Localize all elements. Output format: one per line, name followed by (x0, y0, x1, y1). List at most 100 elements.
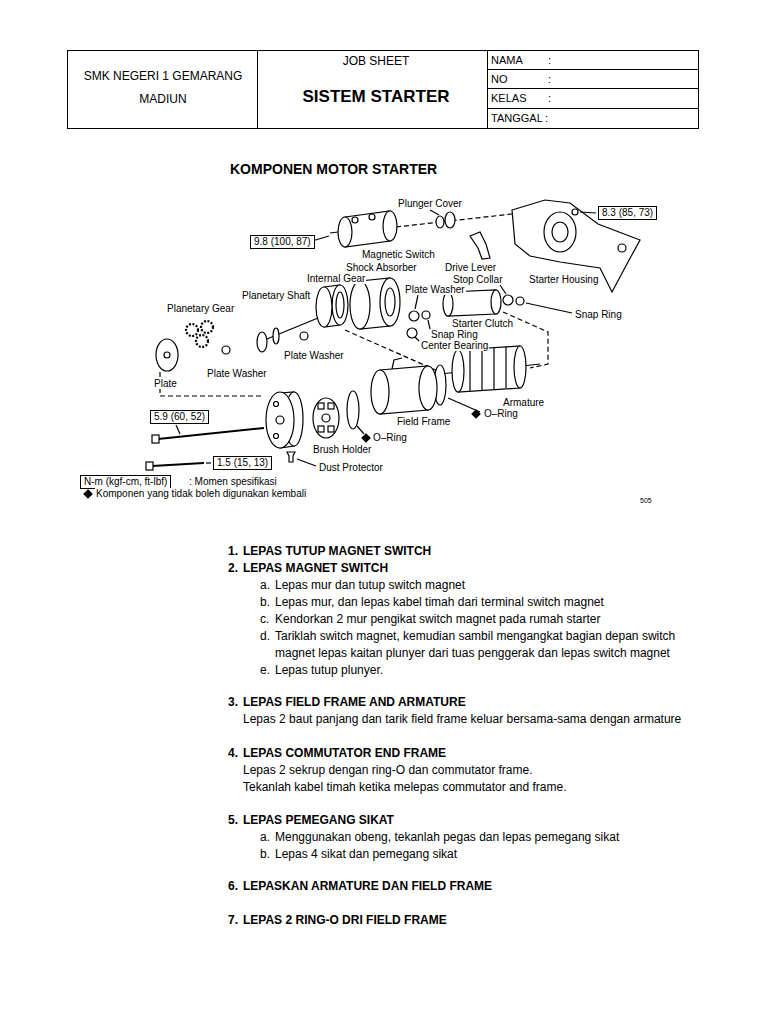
box-text: JOB SHEET (258, 54, 494, 69)
part-name: Internal Gear (306, 273, 366, 284)
part-name: Plate Washer (206, 368, 268, 379)
part-name: Plunger Cover (397, 198, 463, 209)
field-colon: : (548, 73, 551, 86)
step-number: 5. (228, 812, 238, 829)
plate-washer (222, 346, 230, 354)
unit-key-box: N-m (kgf-cm, ft-lbf) (80, 475, 171, 489)
substep-letter: e. (260, 662, 270, 679)
step-heading: LEPAS FIELD FRAME AND ARMATURE (243, 694, 466, 711)
box-text: SISTEM STARTER (258, 87, 494, 107)
step-heading: LEPAS TUTUP MAGNET SWITCH (243, 543, 431, 560)
torque-spec-box: 9.8 (100, 87) (250, 235, 315, 249)
leader-line (580, 212, 596, 213)
part-name: Snap Ring (430, 329, 479, 340)
part-name: Center Bearing (420, 340, 489, 351)
armature (440, 346, 540, 392)
plate-washer (300, 332, 308, 340)
leader-line (500, 285, 506, 294)
box-text: 8.3 (85, 73) (602, 207, 653, 219)
title-cell: JOB SHEET SISTEM STARTER (257, 50, 495, 129)
step-heading: LEPAS COMMUTATOR END FRAME (243, 745, 446, 762)
field-frame (371, 358, 437, 414)
leader-line (428, 320, 430, 329)
reuse-diamond-symbol (84, 490, 92, 498)
form-row: TANGGAL: (487, 108, 699, 129)
leader-line (526, 303, 572, 313)
step-heading: LEPAS MAGNET SWITCH (243, 560, 388, 577)
planetary-shaft (257, 318, 318, 352)
part-name: Dust Protector (318, 462, 384, 473)
reuse-diamond-symbol (362, 434, 370, 442)
substep-letter: c. (260, 611, 269, 628)
plate-washer (409, 311, 419, 321)
box-text: 9.8 (100, 87) (254, 236, 311, 248)
torque-spec-box: 8.3 (85, 73) (598, 206, 657, 220)
leader-line (448, 398, 480, 412)
substep-text: Lepas tutup plunyer. (275, 662, 383, 679)
part-name: Snap Ring (574, 309, 623, 320)
step-text: Tekanlah kabel timah ketika melepas comm… (243, 779, 567, 796)
part-name: Field Frame (396, 416, 451, 427)
substep-letter: b. (260, 846, 270, 863)
section-title: KOMPONEN MOTOR STARTER (230, 161, 437, 177)
field-label: TANGGAL (491, 112, 543, 125)
part-name: Drive Lever (444, 262, 497, 273)
step-number: 1. (228, 543, 238, 560)
step-number: 3. (228, 694, 238, 711)
part-name: Planetary Shaft (241, 290, 311, 301)
stop-collar (503, 295, 513, 305)
step-heading: LEPAS PEMEGANG SIKAT (243, 812, 394, 829)
part-name: Plate (153, 378, 178, 389)
field-colon: : (548, 54, 551, 67)
brush-holder (313, 398, 339, 438)
form-row: NO: (487, 69, 699, 90)
planetary-gear (186, 321, 213, 347)
form-row: NAMA: (487, 50, 699, 71)
step-heading: LEPAS 2 RING-O DRI FIELD FRAME (243, 912, 447, 929)
box-text: N-m (kgf-cm, ft-lbf) (84, 476, 167, 488)
torque-spec-box: 5.9 (60, 52) (150, 410, 209, 424)
box-text: 1.5 (15, 13) (217, 457, 268, 469)
part-name: Planetary Gear (166, 303, 235, 314)
substep-text: Lepas mur, dan lepas kabel timah dari te… (275, 594, 604, 611)
part-name: O–Ring (372, 432, 408, 443)
reuse-diamond-symbol (472, 410, 480, 418)
legend-note: : Momen spesifikasi (188, 476, 278, 487)
leader-line (176, 425, 180, 434)
substep-text: Tariklah switch magnet, kemudian sambil … (275, 628, 690, 662)
part-name: Brush Holder (312, 444, 372, 455)
part-name: O–Ring (483, 408, 519, 419)
snap-ring (516, 297, 524, 305)
commutator-end-frame (266, 392, 303, 448)
field-label: NO (491, 73, 508, 86)
substep-text: Menggunakan obeng, tekanlah pegas dan le… (275, 829, 619, 846)
substep-text: Kendorkan 2 mur pengikat switch magnet p… (275, 611, 601, 628)
part-name: Starter Clutch (451, 318, 514, 329)
shock-absorber (350, 278, 400, 329)
substep-letter: b. (260, 594, 270, 611)
part-name: Starter Housing (528, 274, 599, 285)
snap-ring (422, 311, 430, 319)
part-name: Armature (502, 397, 545, 408)
legend-note: Komponen yang tidak boleh digunakan kemb… (95, 488, 307, 499)
o-ring (347, 391, 359, 429)
step-number: 2. (228, 560, 238, 577)
form-row: KELAS: (487, 88, 699, 110)
dust-protector (287, 452, 295, 462)
drive-lever (470, 232, 490, 259)
part-name: Shock Absorber (345, 262, 418, 273)
leader-line (415, 295, 418, 309)
step-number: 6. (228, 878, 238, 895)
field-colon: : (548, 92, 551, 105)
plate-hole (164, 352, 170, 358)
torque-spec-box: 1.5 (15, 13) (213, 456, 272, 470)
field-label: NAMA (491, 54, 523, 67)
field-colon: : (545, 112, 548, 125)
substep-letter: a. (260, 577, 270, 594)
leader-line (206, 462, 211, 463)
field-label: KELAS (491, 92, 526, 105)
step-text: Lepas 2 sekrup dengan ring-O dan commuta… (243, 762, 533, 779)
part-name: Magnetic Switch (361, 249, 436, 260)
internal-gear (316, 285, 348, 327)
